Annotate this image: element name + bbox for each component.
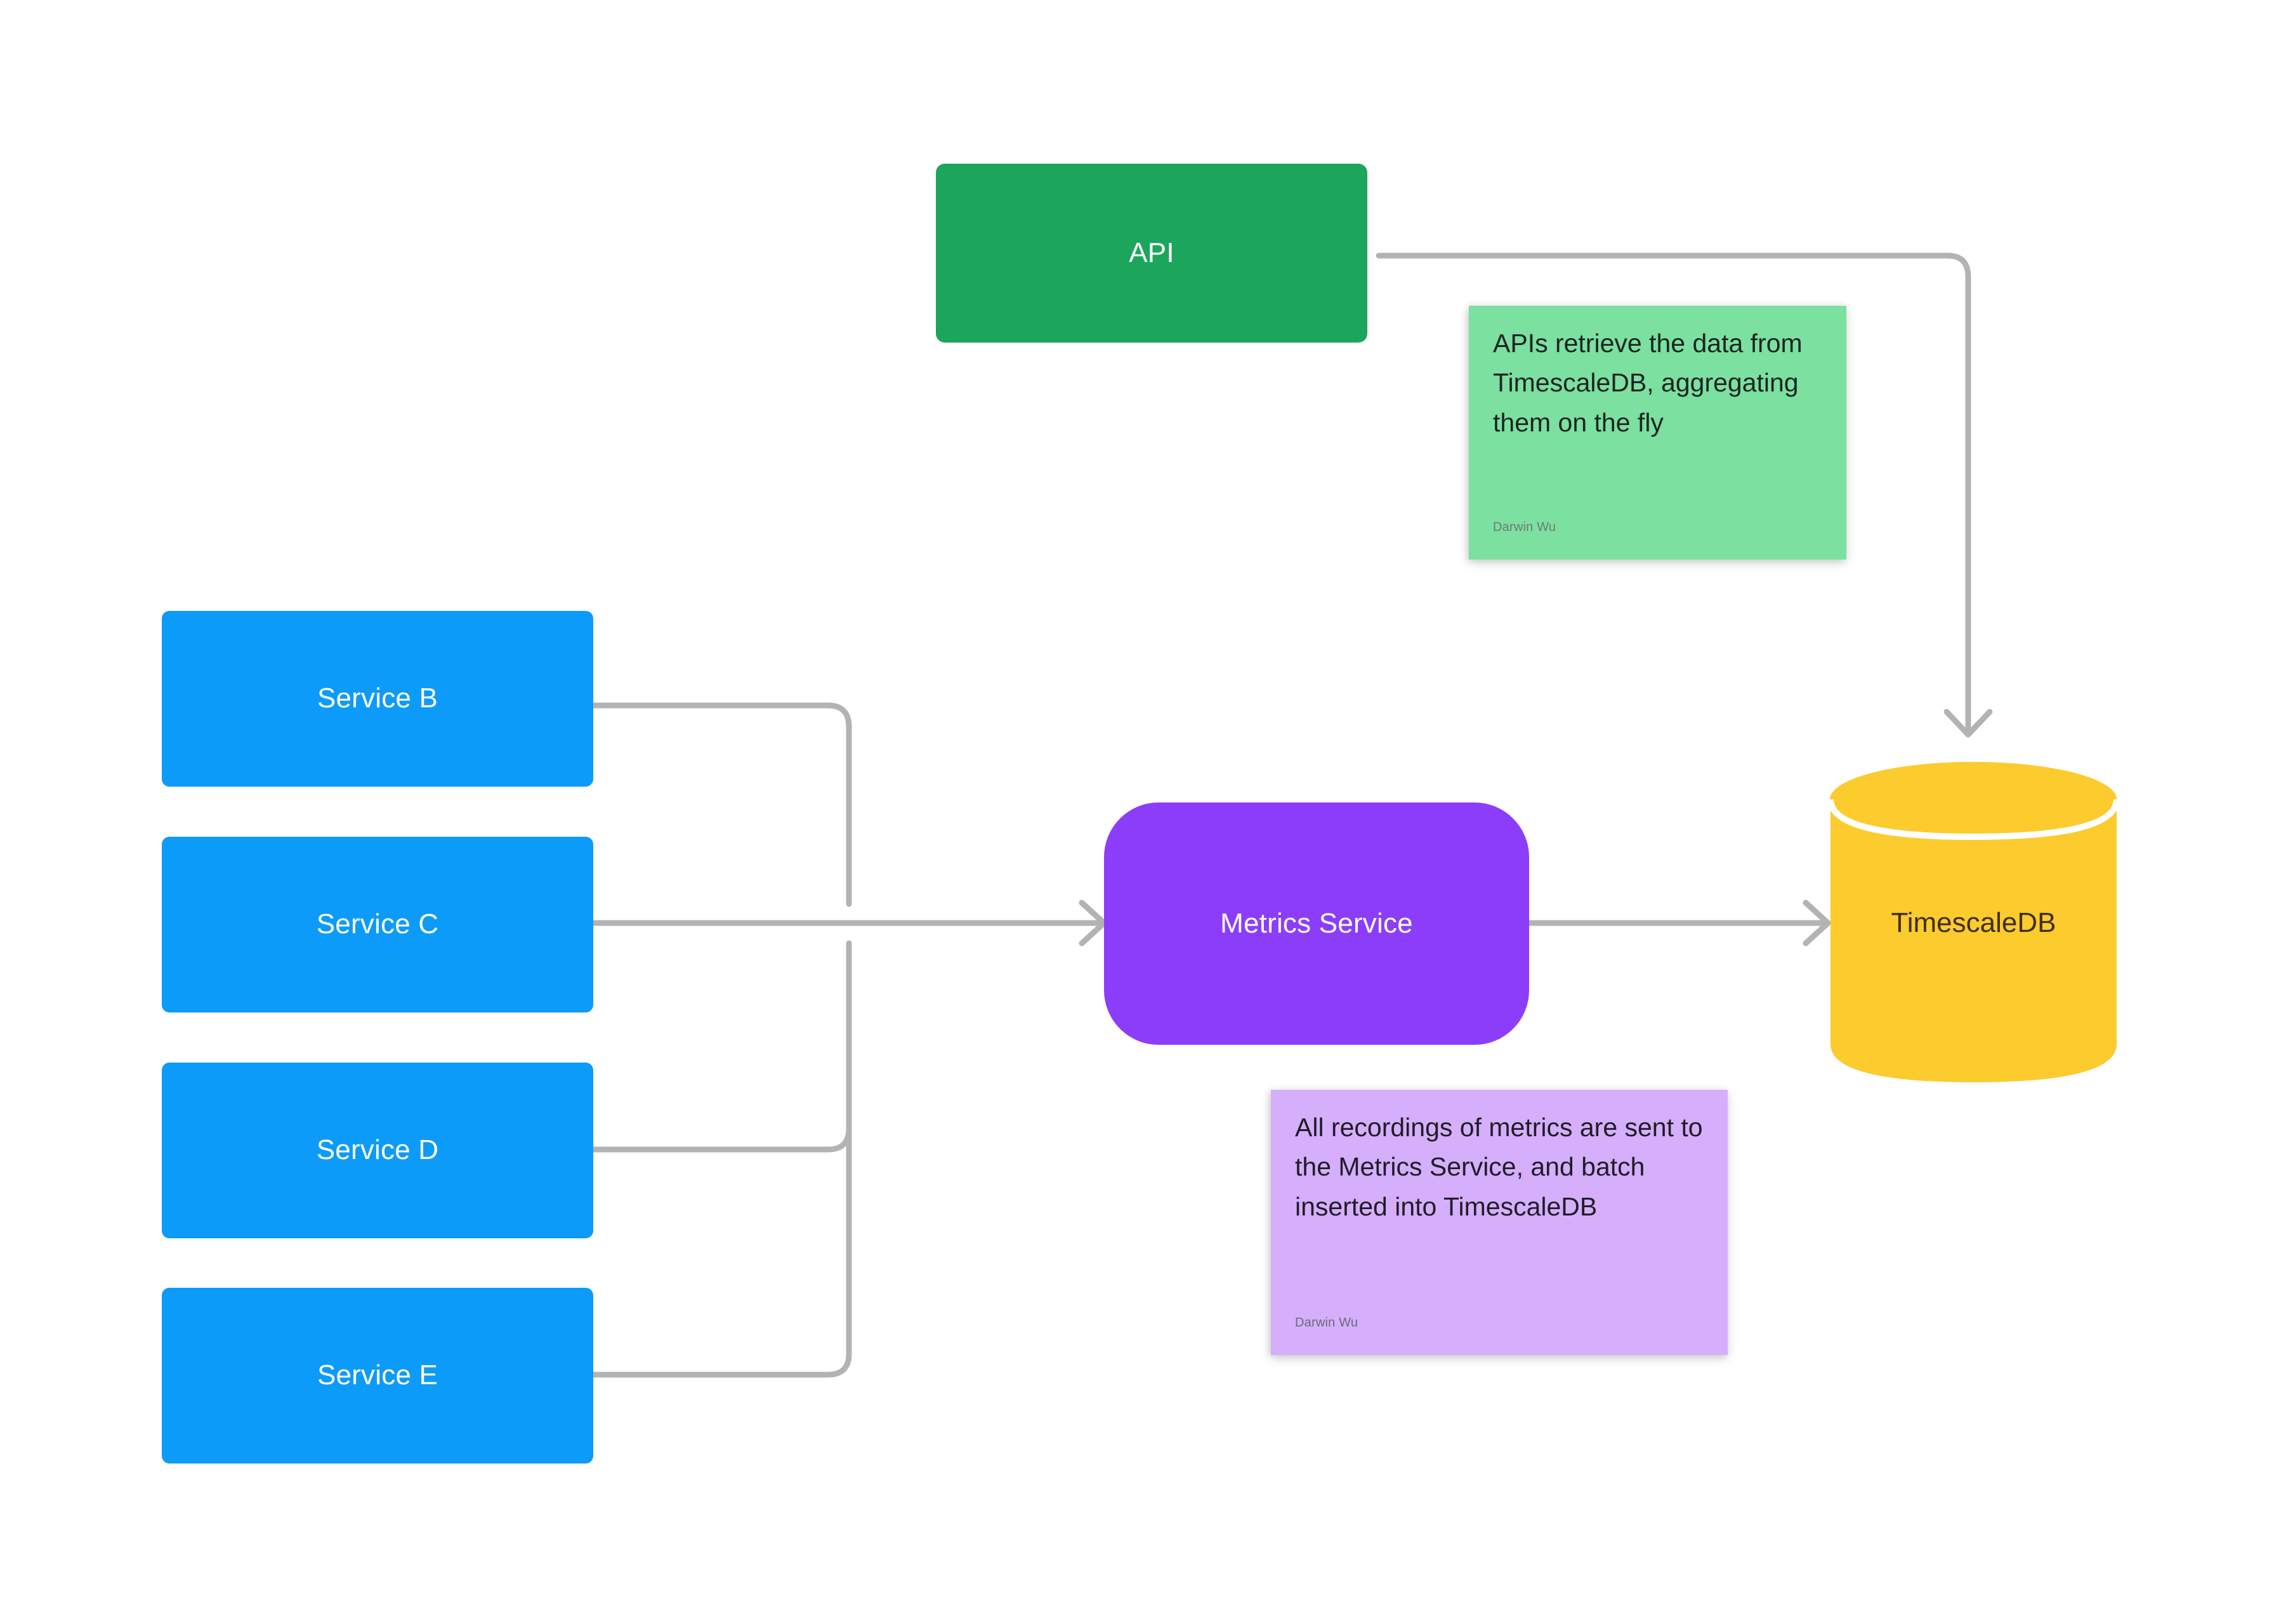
note-metrics-recording-author: Darwin Wu <box>1295 1316 1358 1330</box>
node-api[interactable]: API <box>936 164 1367 343</box>
edge-api-to-timescaledb-arrowhead <box>1943 709 1993 738</box>
edge-service-e-to-merge <box>590 940 852 1378</box>
node-service-c[interactable]: Service C <box>162 837 593 1012</box>
note-metrics-recording[interactable]: All recordings of metrics are sent to th… <box>1271 1090 1728 1355</box>
note-api-retrieval-author: Darwin Wu <box>1493 520 1556 534</box>
node-service-c-label: Service C <box>316 908 439 940</box>
node-timescaledb-label: TimescaleDB <box>1891 907 2056 938</box>
node-api-label: API <box>1129 237 1174 268</box>
edge-metrics-to-timescaledb-arrowhead <box>1803 900 1831 946</box>
node-service-d-label: Service D <box>316 1134 439 1166</box>
edge-service-d-to-merge <box>590 940 852 1153</box>
edge-merge-to-metrics-arrowhead <box>1079 900 1107 946</box>
node-metrics-service[interactable]: Metrics Service <box>1104 802 1529 1045</box>
node-timescaledb[interactable]: TimescaleDB <box>1827 760 2120 1084</box>
node-service-b[interactable]: Service B <box>162 611 593 787</box>
node-service-b-label: Service B <box>317 683 438 714</box>
node-service-e-label: Service E <box>317 1359 438 1391</box>
note-api-retrieval[interactable]: APIs retrieve the data from TimescaleDB,… <box>1469 306 1846 560</box>
cylinder-shape <box>1827 762 2120 1082</box>
node-service-e[interactable]: Service E <box>162 1288 593 1464</box>
edge-service-b-to-merge <box>590 702 852 907</box>
note-api-retrieval-text: APIs retrieve the data from TimescaleDB,… <box>1493 329 1803 437</box>
node-metrics-service-label: Metrics Service <box>1220 907 1413 939</box>
node-service-d[interactable]: Service D <box>162 1063 593 1238</box>
note-metrics-recording-text: All recordings of metrics are sent to th… <box>1295 1113 1703 1221</box>
